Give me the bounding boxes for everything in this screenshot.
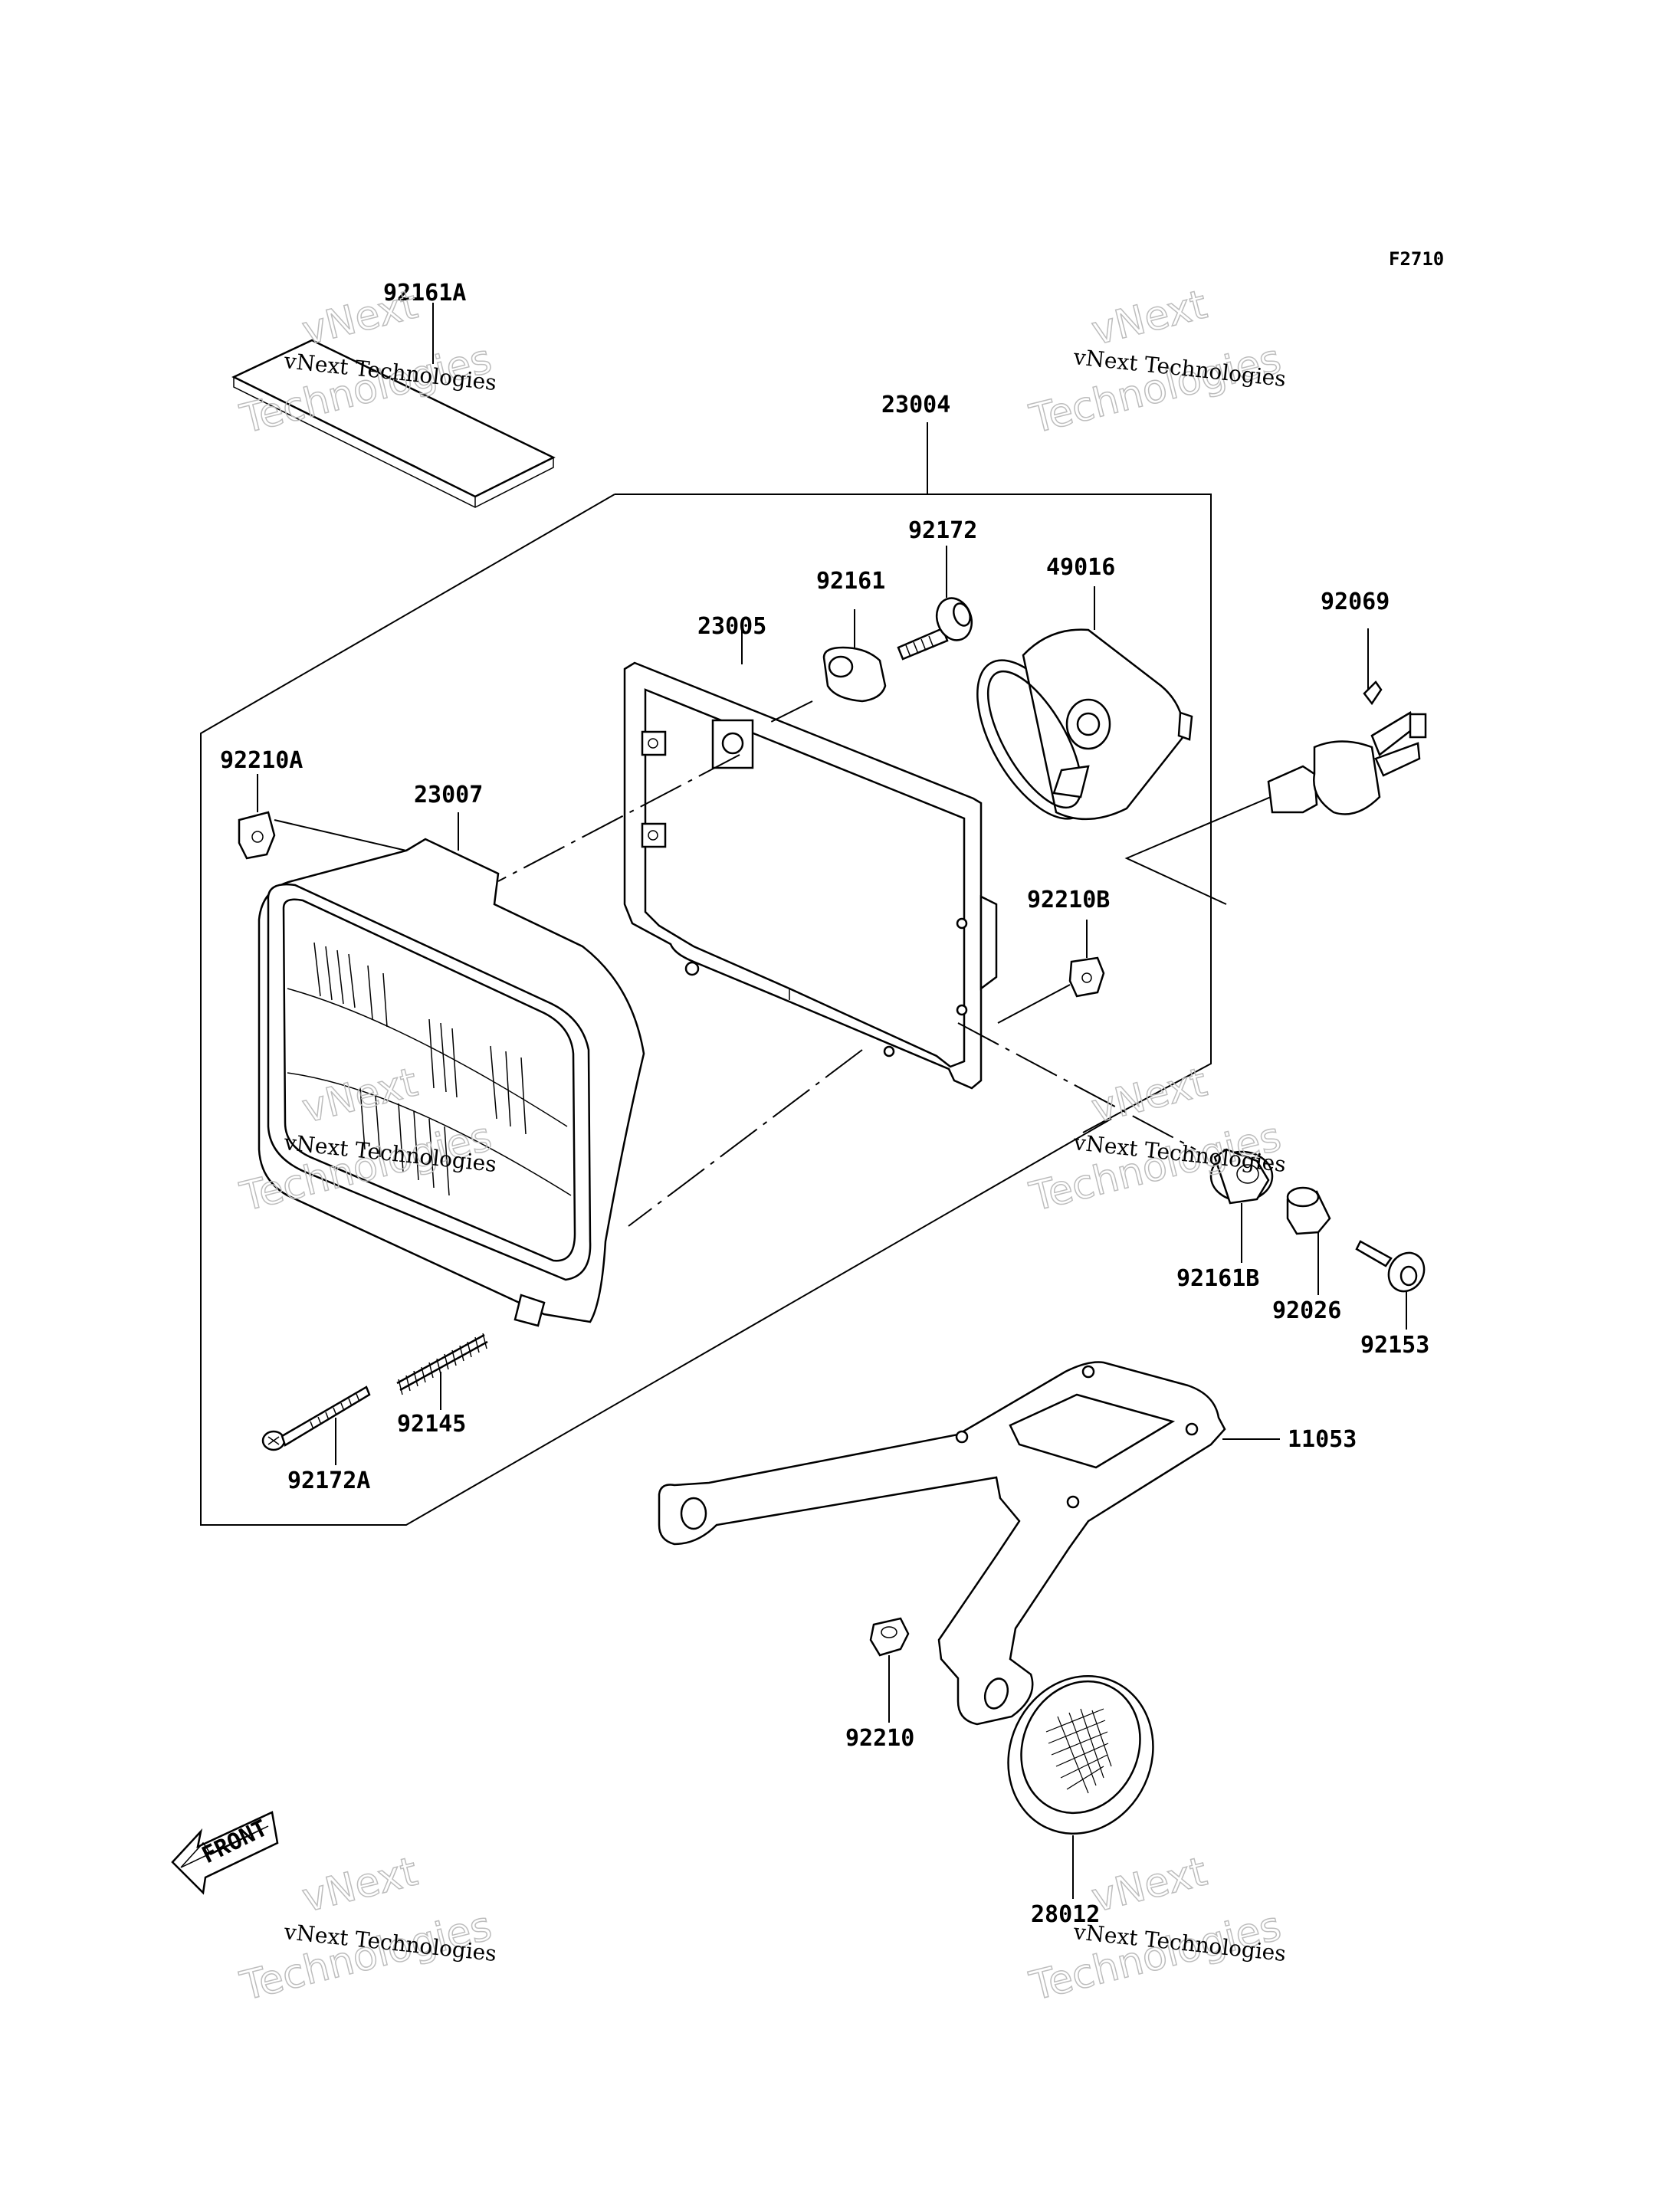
part-label-92161b: 92161B [1176, 1265, 1259, 1292]
nut-92210-part [869, 1617, 910, 1723]
nut-92210b-part [997, 920, 1105, 1024]
part-label-92172: 92172 [908, 517, 977, 544]
part-label-23007: 23007 [414, 782, 483, 808]
watermark-top-right: vNext Technologies vNext Technologies [1025, 281, 1287, 444]
part-label-92172a: 92172A [287, 1467, 370, 1494]
part-label-23004: 23004 [881, 392, 950, 418]
collar-92026-part [1286, 1186, 1331, 1295]
assembly-outline [200, 422, 1212, 1526]
nut-92210a-part [238, 774, 407, 860]
watermark-word-1: vNext [1088, 1849, 1212, 1922]
reflector-28012-part [1007, 1674, 1154, 1899]
part-label-92026: 92026 [1272, 1297, 1341, 1324]
part-label-92153: 92153 [1360, 1332, 1429, 1359]
part-label-92145: 92145 [397, 1411, 466, 1438]
part-label-28012: 28012 [1031, 1901, 1100, 1928]
spring-92145-part [396, 1333, 488, 1410]
part-label-92210b: 92210B [1027, 887, 1110, 913]
part-labels: 92161A 23004 92172 92161 49016 92069 230… [220, 280, 1429, 1928]
part-label-49016: 49016 [1046, 554, 1115, 581]
part-label-92210: 92210 [845, 1725, 914, 1752]
part-label-92161a: 92161A [383, 280, 466, 307]
part-label-92161: 92161 [816, 568, 885, 595]
damper-92161b-part [1209, 1148, 1274, 1263]
headlight-frame-part [623, 627, 998, 1090]
socket-cover-49016-part [976, 586, 1193, 821]
bulb-92069-part [1124, 628, 1427, 905]
bracket-11053-part [658, 1361, 1280, 1726]
front-direction-arrow: FRONT [171, 1811, 279, 1895]
part-label-92210a: 92210A [220, 747, 303, 774]
watermark-bottom-left: vNext Technologies vNext Technologies [235, 1848, 497, 2011]
bolt-92153-part [1355, 1240, 1426, 1330]
headlight-unit-part [258, 812, 645, 1327]
part-label-11053: 11053 [1288, 1426, 1357, 1453]
part-label-23005: 23005 [697, 613, 766, 640]
part-label-92069: 92069 [1321, 589, 1390, 615]
damper-92161-part [822, 609, 887, 703]
rubber-strip-part [231, 303, 556, 508]
screw-92172-part [897, 546, 973, 661]
watermark-word-1: vNext [1088, 1060, 1212, 1133]
screw-92172a-part [261, 1385, 371, 1465]
watermark-bottom-right: vNext Technologies vNext Technologies [1025, 1848, 1287, 2011]
watermark-word-1: vNext [298, 282, 422, 355]
diagram-code: F2710 [1389, 248, 1444, 270]
watermark-word-1: vNext [1088, 282, 1212, 355]
watermark-word-1: vNext [298, 1849, 422, 1922]
